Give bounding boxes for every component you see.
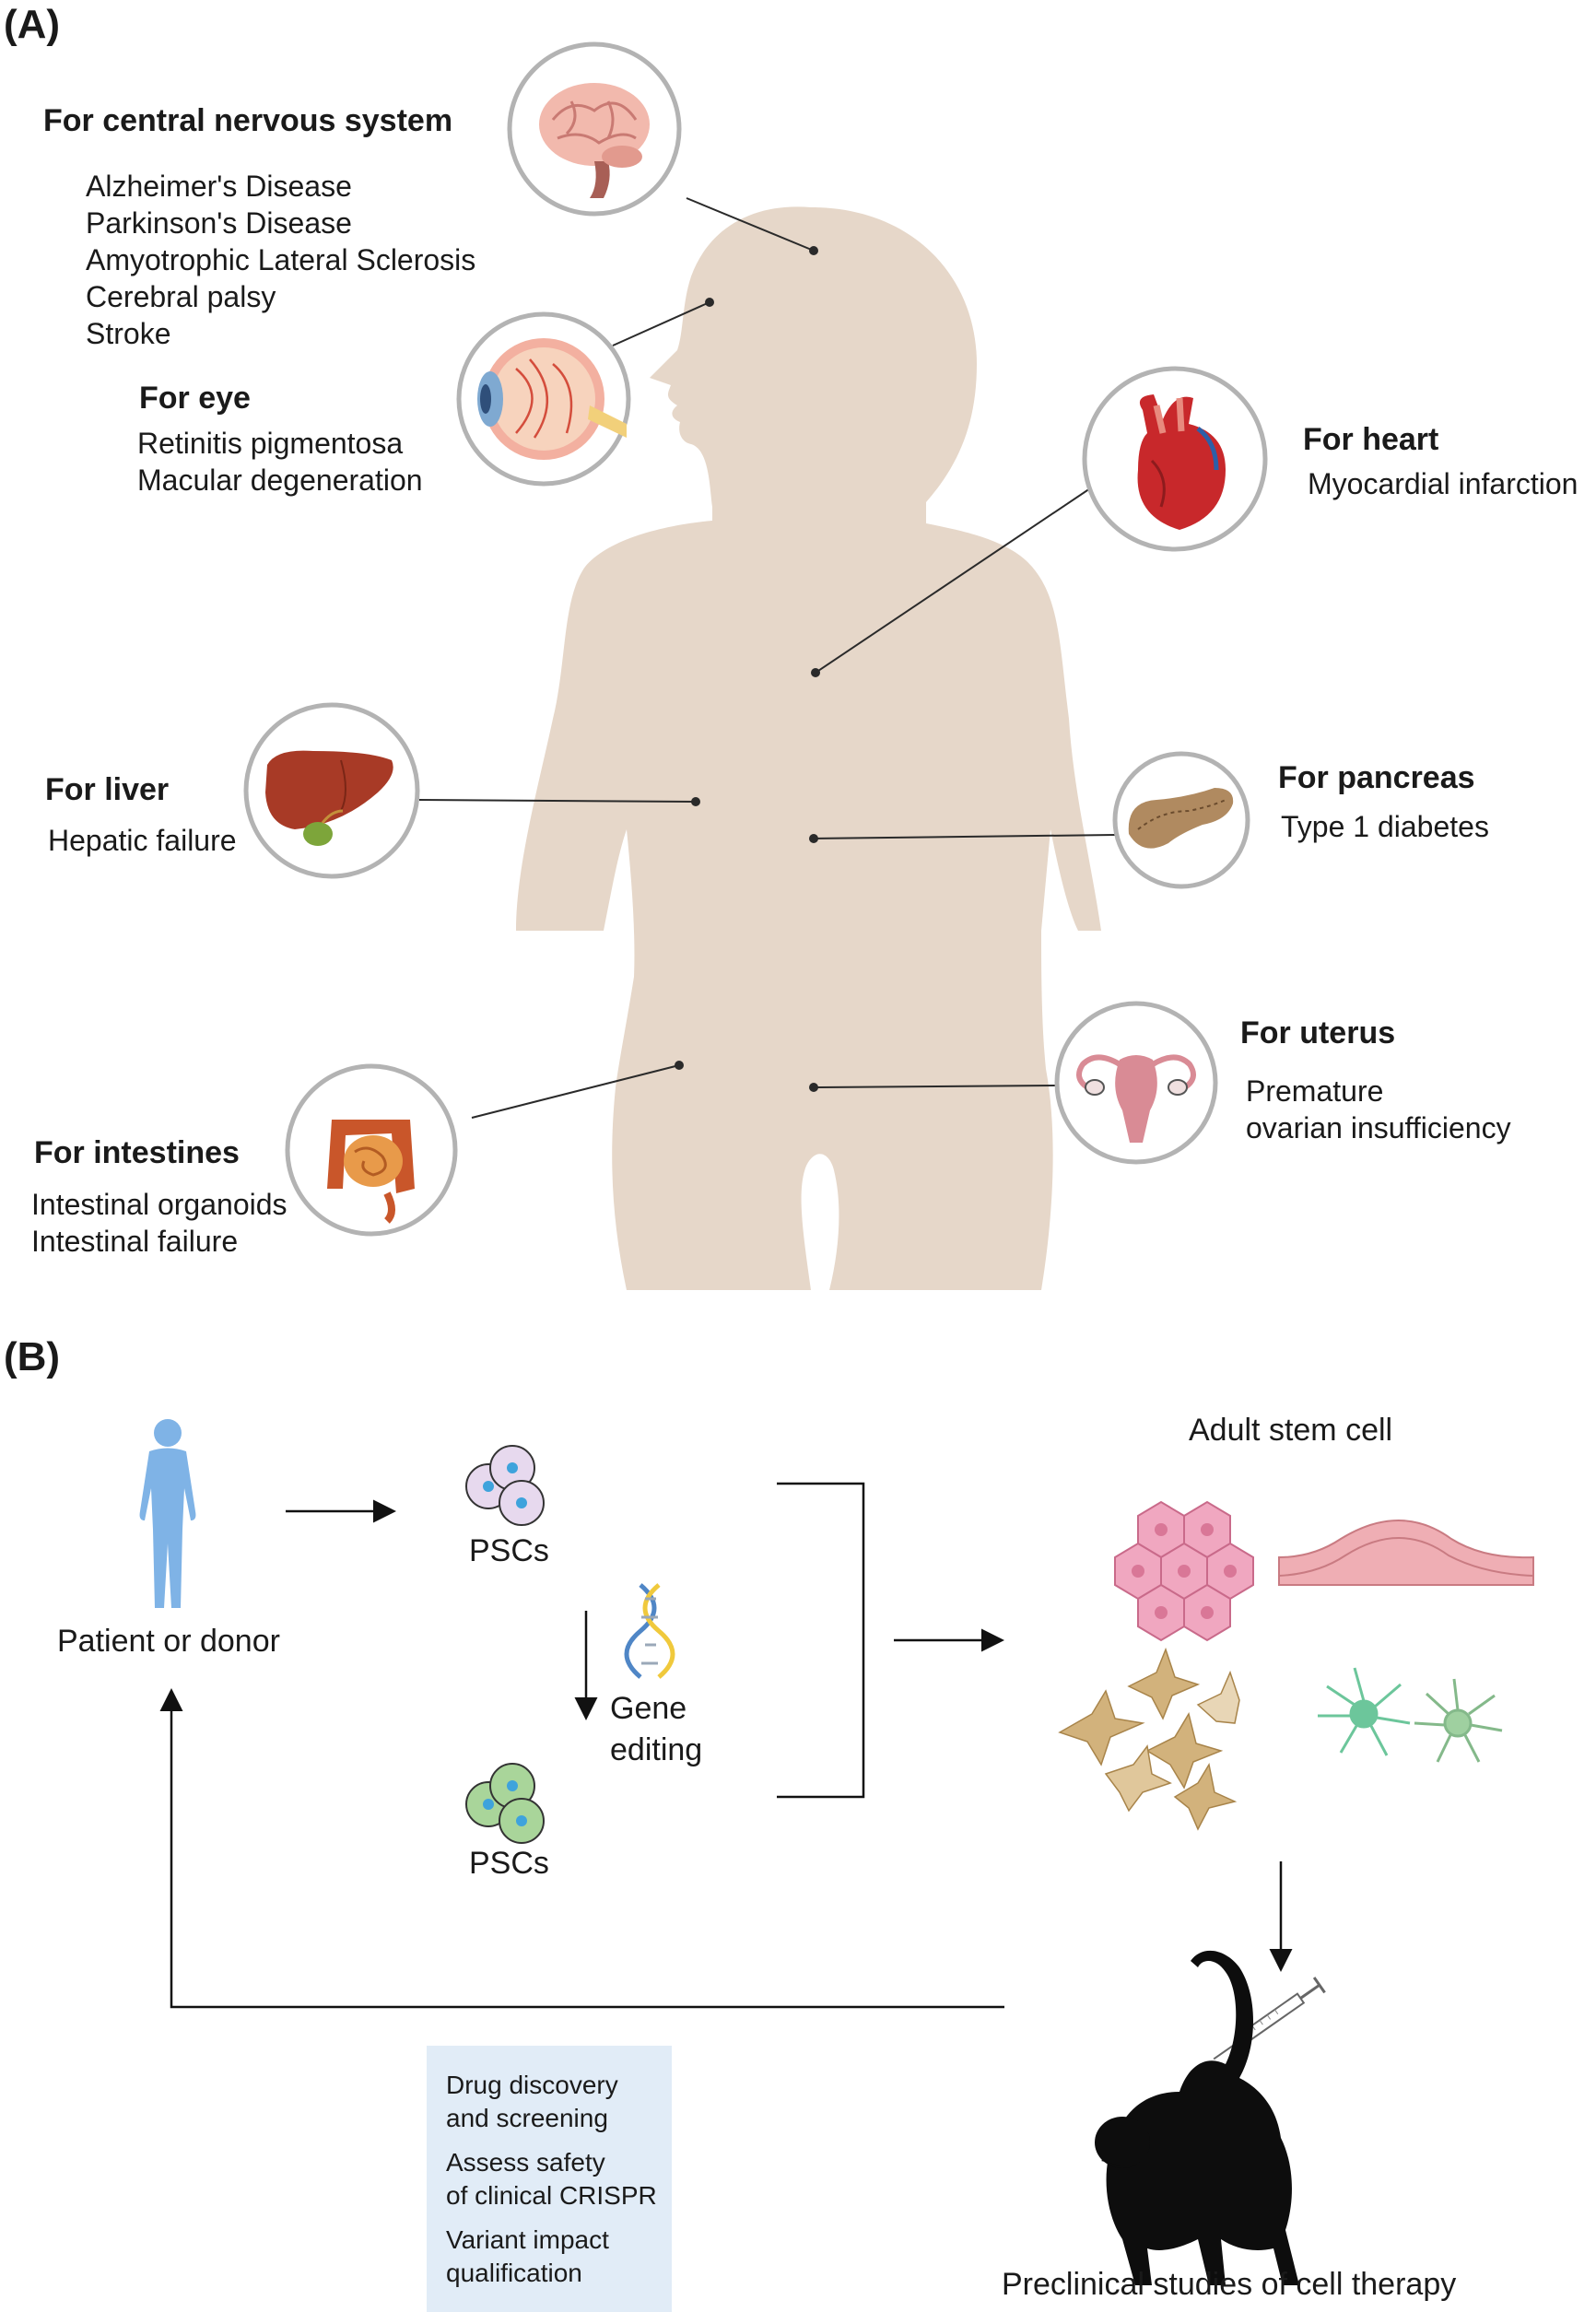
fibroblast-cells-icon (1058, 1647, 1240, 1831)
intestines-icon (285, 1063, 458, 1237)
intestines-condition: Intestinal organoids (31, 1188, 288, 1221)
cns-condition: Alzheimer's Disease (86, 170, 352, 203)
brain-icon (507, 41, 682, 217)
pancreas-icon (1112, 751, 1250, 889)
uterus-condition: Premature (1246, 1074, 1384, 1108)
cns-condition: Parkinson's Disease (86, 206, 352, 240)
cns-condition: Stroke (86, 317, 171, 350)
adult-stem-cell-label: Adult stem cell (1189, 1413, 1393, 1448)
liver-heading: For liver (45, 772, 170, 807)
patient-label: Patient or donor (57, 1624, 280, 1659)
intestines-condition: Intestinal failure (31, 1225, 239, 1258)
liver-condition: Hepatic failure (48, 824, 237, 857)
uterus-heading: For uterus (1240, 1015, 1396, 1050)
body-points (675, 246, 820, 1092)
cns-condition: Amyotrophic Lateral Sclerosis (86, 243, 476, 276)
application-line: Variant impact (446, 2225, 609, 2254)
epithelium-icon (1278, 1520, 1534, 1586)
liver-point (691, 797, 700, 806)
eye-icon (456, 311, 631, 487)
uterus-point (809, 1083, 818, 1092)
uterus-conditions-list: Premature ovarian insufficiency (1246, 1073, 1511, 1146)
applications-list: Drug discovery and screening Assess safe… (446, 2069, 657, 2290)
pscs-bottom-label: PSCs (469, 1846, 549, 1881)
uterus-icon (1054, 1001, 1218, 1165)
gene-editing-label: Gene editing (610, 1688, 702, 1771)
cns-heading: For central nervous system (43, 103, 453, 138)
heart-heading: For heart (1303, 422, 1439, 457)
intestines-conditions-list: Intestinal organoids Intestinal failure (31, 1186, 288, 1260)
pancreas-conditions-list: Type 1 diabetes (1281, 808, 1489, 845)
pscs-top-label: PSCs (469, 1533, 549, 1568)
application-line: qualification (446, 2259, 582, 2287)
cns-leader-line (686, 197, 815, 252)
pancreas-leader-line (813, 834, 1116, 839)
brain-point (809, 246, 818, 255)
eye-point (705, 298, 714, 307)
feedback-arrow (159, 1688, 1004, 2009)
uterus-condition: ovarian insufficiency (1246, 1111, 1511, 1144)
eye-leader-line (612, 301, 710, 346)
eye-condition: Macular degeneration (137, 464, 423, 497)
pscs-bottom-icon (465, 1763, 545, 1844)
application-line: Drug discovery (446, 2071, 618, 2099)
intestines-point (675, 1061, 684, 1070)
gene-editing-line: editing (610, 1732, 703, 1767)
bracket (777, 1482, 865, 1799)
neural-cells-icon (1318, 1667, 1503, 1763)
application-line: and screening (446, 2104, 608, 2132)
pscs-top-icon (465, 1445, 545, 1526)
applications-box (427, 2046, 672, 2312)
intestines-heading: For intestines (34, 1135, 240, 1170)
human-body-silhouette (516, 206, 1101, 1290)
panel-b-label: (B) (4, 1334, 61, 1379)
flow-arrows (159, 1482, 1293, 2009)
liver-conditions-list: Hepatic failure (48, 822, 237, 859)
hex-nuclei (1132, 1523, 1237, 1619)
intestines-leader-line (471, 1064, 680, 1119)
cns-conditions-list: Alzheimer's Disease Parkinson's Disease … (86, 168, 475, 352)
application-line: Assess safety (446, 2148, 605, 2177)
application-line: of clinical CRISPR (446, 2181, 657, 2210)
patient-figure-icon (139, 1419, 196, 1608)
heart-point (811, 668, 820, 677)
heart-condition: Myocardial infarction (1308, 467, 1578, 500)
heart-conditions-list: Myocardial infarction (1308, 465, 1578, 502)
liver-leader-line (418, 799, 697, 803)
heart-leader-line (815, 478, 1105, 674)
heart-icon (1082, 366, 1268, 552)
syringe-icon (1213, 1977, 1326, 2060)
eye-conditions-list: Retinitis pigmentosa Macular degeneratio… (137, 425, 423, 499)
pancreas-heading: For pancreas (1278, 760, 1475, 795)
eye-heading: For eye (139, 381, 251, 416)
dna-icon (624, 1583, 675, 1679)
panel-a-label: (A) (4, 2, 61, 47)
preclinical-label: Preclinical studies of cell therapy (1002, 2267, 1457, 2302)
eye-condition: Retinitis pigmentosa (137, 427, 404, 460)
liver-icon (243, 702, 420, 879)
monkey-silhouette-icon (1095, 1950, 1299, 2285)
gene-editing-line: Gene (610, 1691, 687, 1726)
uterus-leader-line (813, 1085, 1056, 1088)
hexagonal-cells-icon (1114, 1500, 1254, 1642)
pancreas-point (809, 834, 818, 843)
cns-condition: Cerebral palsy (86, 280, 276, 313)
leader-lines (418, 197, 1116, 1119)
pancreas-condition: Type 1 diabetes (1281, 810, 1489, 843)
